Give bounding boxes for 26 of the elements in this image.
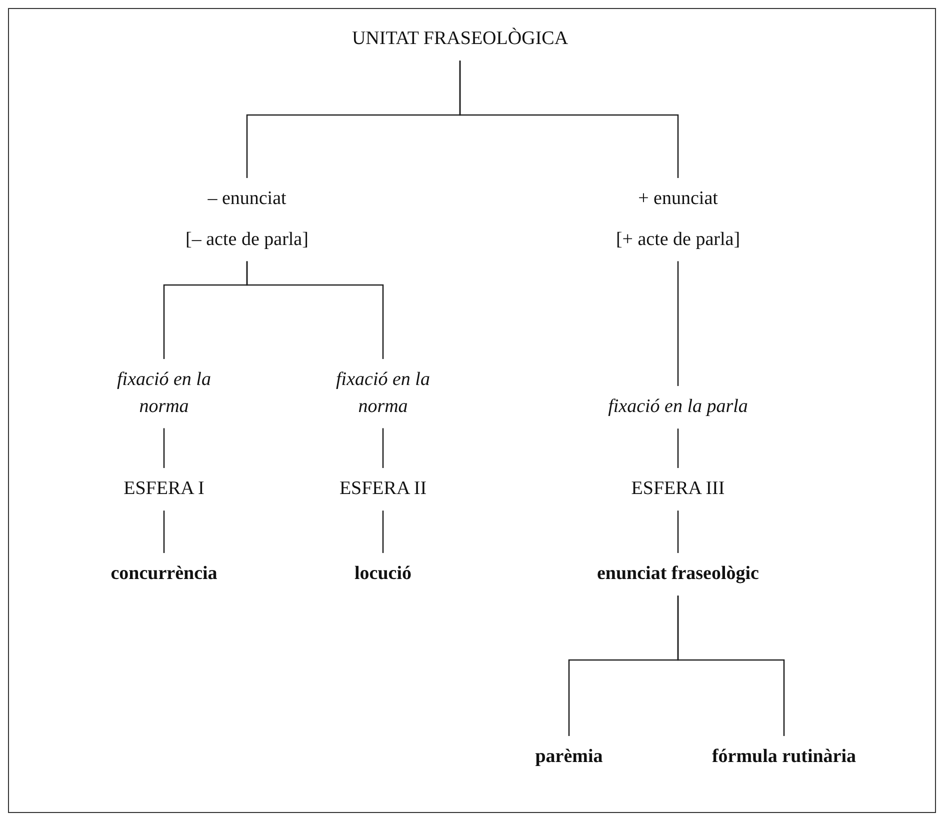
tree-label: fixació en la norma (116, 368, 212, 419)
tree-label: fixació en la norma (335, 368, 431, 419)
tree-label: [+ acte de parla] (616, 228, 740, 252)
tree-label: + enunciat (638, 187, 718, 211)
tree-label: enunciat fraseològic (596, 562, 759, 586)
tree-connector (677, 428, 679, 468)
tree-label: fixació en la parla (608, 395, 748, 419)
tree-connector (677, 596, 785, 736)
tree-label: locució (354, 562, 412, 586)
tree-connector (382, 510, 384, 553)
tree-label: parèmia (535, 745, 603, 769)
tree-connector (677, 261, 679, 386)
tree-label: ESFERA II (339, 477, 427, 501)
tree-label: concurrència (110, 562, 218, 586)
tree-label: fórmula rutinària (712, 745, 856, 769)
tree-label: – enunciat (208, 187, 286, 211)
tree-connector (246, 261, 384, 359)
tree-connector (459, 60, 679, 178)
tree-label: ESFERA III (631, 477, 725, 501)
tree-label: UNITAT FRASEOLÒGICA (352, 26, 568, 51)
tree-label: ESFERA I (124, 477, 204, 501)
tree-connector (382, 428, 384, 468)
tree-label: [– acte de parla] (186, 228, 308, 252)
tree-connector (163, 428, 165, 468)
tree-connector (677, 510, 679, 553)
tree-connector (163, 510, 165, 553)
